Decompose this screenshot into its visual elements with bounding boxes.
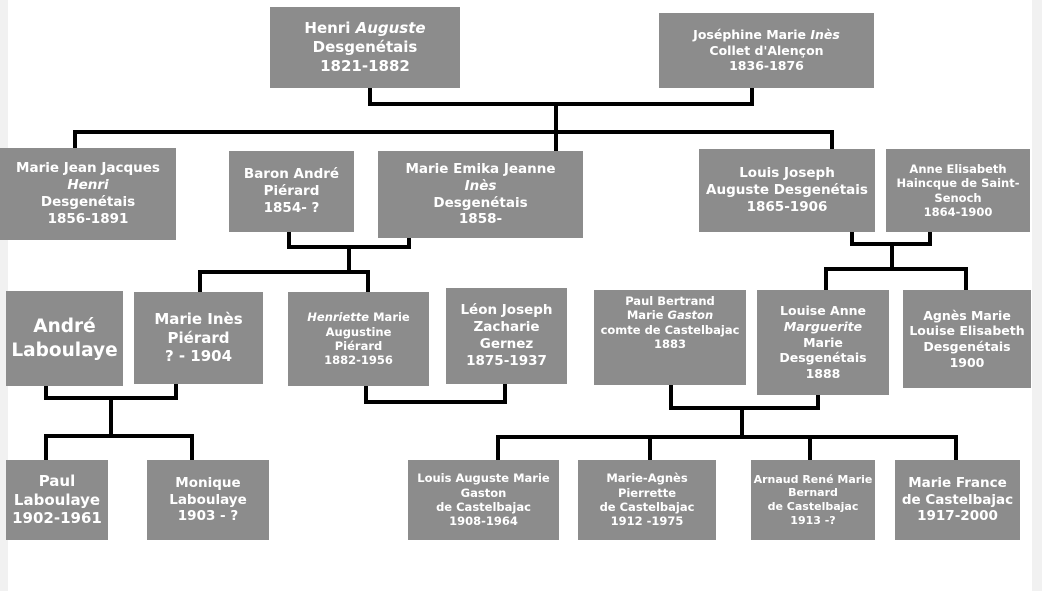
person-paul-laboulaye: Paul Laboulaye 1902-1961 <box>6 460 108 540</box>
name-line: Bernard <box>788 486 838 500</box>
person-leon-joseph: Léon Joseph Zacharie Gernez 1875-1937 <box>446 288 567 384</box>
name-line: comte de Castelbajac <box>600 322 740 337</box>
person-agnes-marie: Agnès Marie Louise Elisabeth Desgenétais… <box>903 290 1031 388</box>
name-line: Auguste Desgenétais <box>706 182 868 199</box>
name-line: Desgenétais <box>779 350 867 366</box>
person-henriette: Henriette Marie Augustine Piérard 1882-1… <box>288 292 429 386</box>
italic-name: Auguste <box>355 19 426 38</box>
italic-name: Henriette <box>307 310 370 325</box>
name-line: Pierrette <box>617 485 677 500</box>
name-line: de Castelbajac <box>436 500 531 514</box>
dates: 1836-1876 <box>729 58 804 74</box>
name-line: Piérard <box>167 328 230 347</box>
name-line: Piérard <box>263 183 320 200</box>
dates: ? - 1904 <box>164 347 233 366</box>
person-andre-pierard: Baron André Piérard 1854- ? <box>229 151 354 232</box>
name-line: Gernez <box>479 336 534 352</box>
name-line: Marie-Agnès <box>606 471 688 486</box>
person-henri-auguste: Henri Auguste Desgenétais 1821-1882 <box>270 7 460 88</box>
person-marie-ines-pierard: Marie Inès Piérard ? - 1904 <box>134 292 263 384</box>
person-marie-emika-ines: Marie Emika Jeanne Inès Desgenétais 1858… <box>378 151 583 238</box>
name-line: Louise Anne <box>780 303 866 319</box>
person-louis-auguste-marie: Louis Auguste Marie Gaston de Castelbaja… <box>408 460 559 540</box>
italic-name: Inès <box>810 27 840 43</box>
dates: 1888 <box>805 365 841 381</box>
name-line: Augustine <box>325 324 392 339</box>
name-line: Paul <box>38 471 76 490</box>
dates: 1883 <box>653 337 686 352</box>
name-line: Baron André <box>243 166 340 183</box>
name-line: Louise Elisabeth <box>909 323 1025 339</box>
name-line: Paul Bertrand <box>625 294 715 308</box>
person-anne-elisabeth: Anne Elisabeth Haincque de Saint- Senoch… <box>886 149 1030 232</box>
first-name: Marie Jean Jacques <box>16 160 160 177</box>
name-line: de Castelbajac <box>767 500 859 513</box>
dates: 1864-1900 <box>923 204 993 219</box>
dates: 1912 -1975 <box>610 514 684 529</box>
name-line: Desgenétais <box>923 339 1011 354</box>
name-line: Laboulaye <box>169 491 247 508</box>
person-louis-joseph: Louis Joseph Auguste Desgenétais 1865-19… <box>699 149 875 232</box>
person-marie-jean-henri: Marie Jean Jacques Henri Desgenétais 185… <box>0 148 176 240</box>
dates: 1821-1882 <box>320 56 410 75</box>
dates: 1913 -? <box>790 513 836 527</box>
name-line: Léon Joseph <box>460 302 553 319</box>
person-monique-laboulaye: Monique Laboulaye 1903 - ? <box>147 460 269 540</box>
name-line: Zacharie <box>473 319 540 336</box>
italic-name: Marguerite <box>783 319 863 335</box>
name-line: Arnaud René Marie <box>753 472 873 486</box>
name-line: Marie Inès <box>154 309 243 328</box>
name-line: Anne Elisabeth <box>909 161 1007 176</box>
dates: 1858- <box>458 211 503 228</box>
name-line: André <box>33 316 96 338</box>
name-line: Laboulaye <box>13 490 101 509</box>
surname: Desgenétais <box>40 194 136 210</box>
name-line: Laboulaye <box>11 339 118 361</box>
dates: 1882-1956 <box>324 353 393 368</box>
first-name: Marie <box>626 308 664 323</box>
person-josephine: Joséphine Marie Inès Collet d'Alençon 18… <box>659 13 874 88</box>
name-line: Senoch <box>934 190 982 205</box>
name-line: Gaston <box>460 485 507 500</box>
dates: 1917-2000 <box>917 508 998 525</box>
name-line: de Castelbajac <box>901 491 1014 508</box>
name-line: Agnès Marie <box>923 307 1011 323</box>
name-line: Marie <box>803 334 843 350</box>
name-line: de Castelbajac <box>599 500 695 514</box>
dates: 1865-1906 <box>746 198 828 215</box>
name-line: Marie France <box>908 474 1007 491</box>
surname: Collet d'Alençon <box>709 42 824 58</box>
name-line: Haincque de Saint- <box>896 176 1020 191</box>
name-line: Louis Joseph <box>739 165 835 182</box>
name-line: Louis Auguste Marie <box>417 471 550 486</box>
dates: 1875-1937 <box>466 352 547 369</box>
name-line: Monique <box>175 474 241 491</box>
person-andre-laboulaye: André Laboulaye <box>6 291 123 386</box>
dates: 1908-1964 <box>449 514 518 529</box>
dates: 1902-1961 <box>12 509 102 528</box>
person-paul-bertrand: Paul Bertrand Marie Gaston comte de Cast… <box>594 290 746 385</box>
surname: Desgenétais <box>312 38 418 57</box>
italic-name: Henri <box>67 177 109 194</box>
person-marie-france: Marie France de Castelbajac 1917-2000 <box>895 460 1020 540</box>
dates: 1900 <box>949 354 985 370</box>
dates: 1854- ? <box>263 199 320 216</box>
dates: 1903 - ? <box>177 508 239 525</box>
italic-name: Inès <box>464 177 497 194</box>
surname: Desgenétais <box>433 194 528 211</box>
italic-name: Gaston <box>667 308 714 323</box>
first-name: Joséphine Marie <box>693 27 806 43</box>
dates: 1856-1891 <box>47 210 129 227</box>
first-name: Henri <box>304 19 351 38</box>
person-louise-anne: Louise Anne Marguerite Marie Desgenétais… <box>757 290 889 395</box>
person-arnaud-rene: Arnaud René Marie Bernard de Castelbajac… <box>751 460 875 540</box>
first-name: Marie Emika Jeanne <box>405 160 556 177</box>
name-line: Piérard <box>334 339 383 353</box>
first-name: Marie <box>373 310 410 325</box>
person-marie-agnes: Marie-Agnès Pierrette de Castelbajac 191… <box>578 460 716 540</box>
